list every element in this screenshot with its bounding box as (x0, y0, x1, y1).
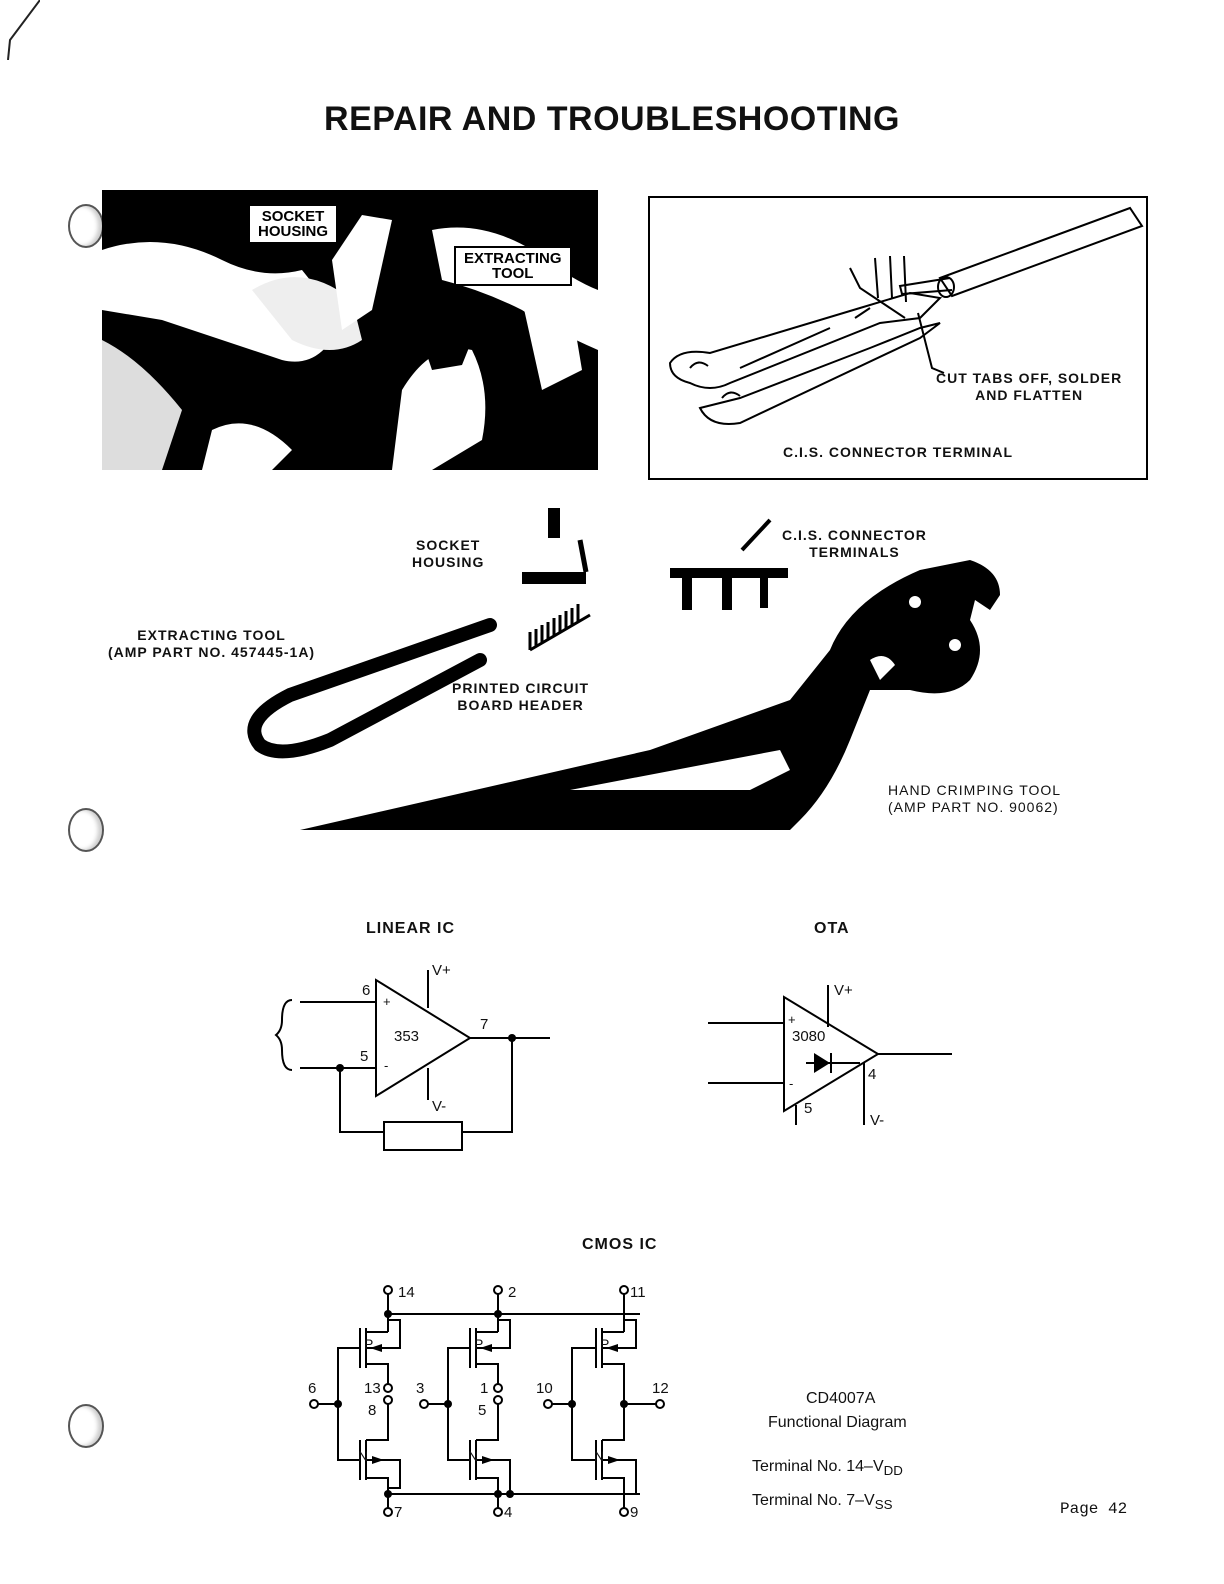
cmos-pin13: 13 (364, 1380, 381, 1397)
cmos-title: CMOS IC (582, 1236, 658, 1253)
cmos-diagram-subtitle: Functional Diagram (768, 1414, 907, 1431)
cmos-vss-note: Terminal No. 7–VSS (752, 1492, 893, 1512)
cmos-p-label-2: P (474, 1336, 484, 1352)
ota-title: OTA (814, 920, 850, 937)
cmos-pin4: 4 (504, 1504, 513, 1521)
binder-hole-top (68, 204, 104, 248)
cis-terminal-caption: C.I.S. CONNECTOR TERMINAL (782, 444, 1014, 460)
socket-housing-label-line2: HOUSING (412, 554, 485, 570)
cmos-pin10: 10 (536, 1380, 553, 1397)
cmos-pin1: 1 (480, 1380, 489, 1397)
crimping-tool-label: HAND CRIMPING TOOL (AMP PART NO. 90062) (888, 782, 1061, 816)
pcb-header-label-line1: PRINTED CIRCUIT (452, 680, 590, 696)
cmos-schematic (309, 1285, 665, 1517)
extracting-tool-tag-line2: TOOL (492, 265, 534, 282)
pcb-header-label: PRINTED CIRCUIT BOARD HEADER (452, 680, 589, 714)
socket-housing-tag-line2: HOUSING (258, 223, 329, 240)
linear-ic-vminus: V- (432, 1098, 447, 1115)
cmos-pin8: 8 (368, 1402, 377, 1419)
pcb-header-label-line2: BOARD HEADER (457, 697, 584, 713)
cmos-vss-subscript: SS (874, 1497, 893, 1513)
cmos-pin2: 2 (508, 1284, 517, 1301)
crimping-tool-label-line2: (AMP PART NO. 90062) (888, 799, 1059, 815)
linear-ic-plus-sign: + (383, 994, 391, 1009)
cmos-pin14: 14 (398, 1284, 415, 1301)
linear-ic-pin7: 7 (480, 1016, 489, 1033)
crimping-tool-label-line1: HAND CRIMPING TOOL (888, 782, 1062, 798)
cis-terminal-drawing (668, 206, 1144, 425)
cis-terminals-label-line1: C.I.S. CONNECTOR (782, 527, 927, 543)
extracting-tool-tag-line1: EXTRACTING (464, 250, 562, 267)
linear-ic-vplus: V+ (432, 962, 451, 979)
cis-terminal-figure: CUT TABS OFF, SOLDER AND FLATTEN C.I.S. … (648, 196, 1148, 480)
cmos-p-label-1: P (364, 1336, 374, 1352)
extracting-tool-tag: EXTRACTING TOOL (454, 246, 572, 286)
cmos-pin6: 6 (308, 1380, 317, 1397)
linear-ic-pin6: 6 (362, 982, 371, 999)
extraction-photo-art (102, 215, 598, 470)
extracting-tool-label-line1: EXTRACTING TOOL (137, 627, 286, 643)
cut-tabs-callout-line1: CUT TABS OFF, SOLDER (936, 370, 1123, 386)
linear-ic-title: LINEAR IC (366, 920, 455, 937)
tools-illustration (247, 508, 1000, 830)
cut-tabs-callout: CUT TABS OFF, SOLDER AND FLATTEN (936, 370, 1122, 404)
socket-housing-tag-line1: SOCKET (261, 208, 325, 225)
cis-terminals-label-line2: TERMINALS (809, 544, 900, 560)
ota-vplus: V+ (834, 982, 853, 999)
socket-housing-label: SOCKET HOUSING (412, 537, 484, 571)
ota-minus-sign: - (789, 1076, 794, 1091)
cmos-vdd-text: Terminal No. 14–V (752, 1458, 884, 1475)
page-number: Page 42 (1060, 1500, 1128, 1518)
cmos-part-number: CD4007A (806, 1390, 876, 1407)
cmos-pin12: 12 (652, 1380, 669, 1397)
cmos-p-label-3: P (600, 1336, 610, 1352)
linear-ic-schematic (274, 970, 550, 1151)
cmos-pin7: 7 (394, 1504, 403, 1521)
cmos-vdd-note: Terminal No. 14–VDD (752, 1458, 903, 1478)
cmos-vss-text: Terminal No. 7–V (752, 1492, 875, 1509)
extraction-photo: SOCKET HOUSING EXTRACTING TOOL (102, 190, 598, 470)
cis-terminals-label: C.I.S. CONNECTOR TERMINALS (782, 527, 927, 561)
extracting-tool-label: EXTRACTING TOOL (AMP PART NO. 457445-1A) (108, 627, 315, 661)
ota-pin4: 4 (868, 1066, 877, 1083)
ota-plus-sign: + (788, 1012, 796, 1027)
socket-housing-label-line1: SOCKET (416, 537, 481, 553)
linear-ic-minus-sign: - (384, 1058, 389, 1073)
cmos-n-label-1: N (358, 1448, 369, 1464)
cmos-pin5: 5 (478, 1402, 487, 1419)
binder-hole-middle (68, 808, 104, 852)
linear-ic-chip-number: 353 (394, 1028, 420, 1045)
cmos-n-label-2: N (468, 1448, 479, 1464)
binder-hole-bottom (68, 1404, 104, 1448)
cmos-vdd-subscript: DD (883, 1463, 903, 1479)
page-edge (7, 0, 40, 60)
cmos-n-label-3: N (594, 1448, 605, 1464)
page-title: REPAIR AND TROUBLESHOOTING (324, 100, 900, 138)
socket-housing-tag: SOCKET HOUSING (248, 204, 339, 244)
extracting-tool-label-line2: (AMP PART NO. 457445-1A) (108, 644, 316, 660)
cmos-pin11: 11 (630, 1284, 646, 1301)
cmos-pin3: 3 (416, 1380, 425, 1397)
linear-ic-pin5: 5 (360, 1048, 369, 1065)
cut-tabs-callout-line2: AND FLATTEN (975, 387, 1084, 403)
ota-vminus: V- (870, 1112, 885, 1129)
ota-chip-number: 3080 (792, 1028, 826, 1045)
ota-schematic (708, 985, 952, 1125)
ota-pin5: 5 (804, 1100, 813, 1117)
cmos-pin9: 9 (630, 1504, 639, 1521)
